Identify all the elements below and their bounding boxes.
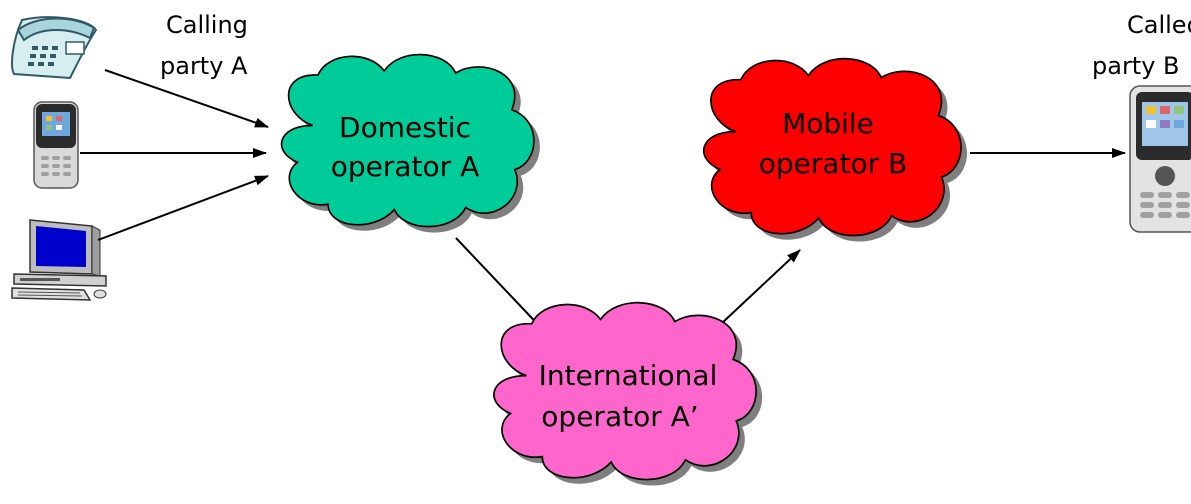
mobile-phone-icon	[33, 101, 79, 189]
mobile-phone-icon	[1129, 85, 1191, 233]
called-party-label-line2: party B	[1092, 52, 1180, 80]
desk-phone-icon	[11, 16, 98, 80]
international-operator-line2: operator A’	[541, 400, 698, 433]
cloud-mobile-operator: Mobile operator B	[702, 57, 968, 242]
arrow-international-to-mobile	[721, 249, 801, 324]
arrow-deskphone-to-domestic	[104, 69, 269, 128]
cloud-international-operator: International operator A’	[493, 301, 763, 486]
domestic-operator-line1: Domestic	[339, 111, 471, 144]
calling-party-label-line1: Calling	[166, 11, 248, 39]
calling-party-label-line2: party A	[160, 52, 248, 80]
called-party-label-line1: Called	[1127, 11, 1191, 39]
desktop-computer-icon	[11, 219, 107, 301]
cloud-domestic-operator: Domestic operator A	[280, 53, 540, 233]
mobile-operator-line1: Mobile	[782, 107, 874, 140]
international-operator-line1: International	[539, 359, 718, 392]
domestic-operator-line2: operator A	[331, 150, 479, 183]
arrow-computer-to-domestic	[97, 175, 269, 241]
mobile-operator-line2: operator B	[759, 147, 908, 180]
arrow-domestic-to-international	[455, 237, 547, 334]
